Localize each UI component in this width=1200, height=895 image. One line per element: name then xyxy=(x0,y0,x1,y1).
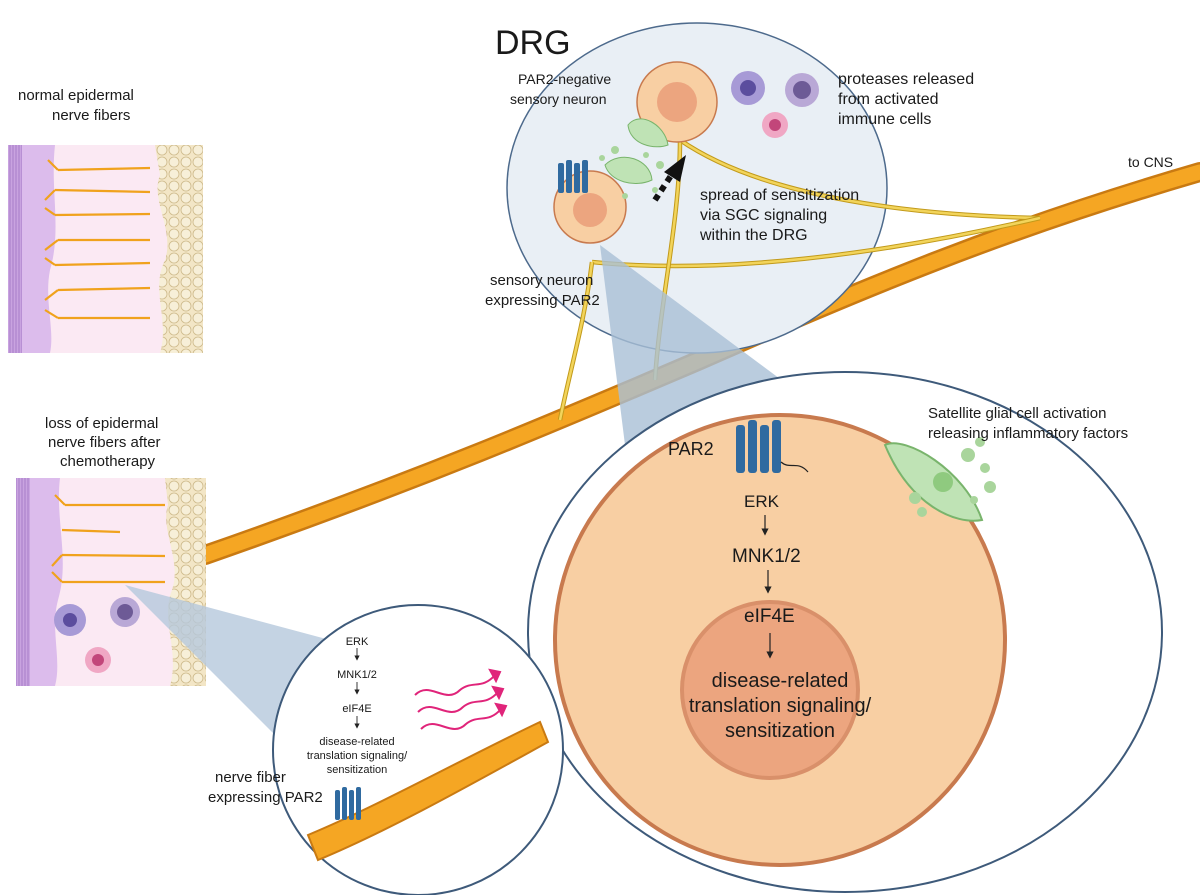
large-pathway-arrows xyxy=(761,515,774,659)
normal-skin-panel xyxy=(8,145,203,353)
chemo-nerve-branches xyxy=(51,494,166,584)
large-outcome-2: translation signaling/ xyxy=(689,695,872,717)
large-step-eif4e: eIF4E xyxy=(744,606,795,627)
par2-label: PAR2 xyxy=(668,439,714,459)
small-outcome-3: sensitization xyxy=(327,764,388,776)
small-par2-receptor-icon xyxy=(335,787,361,820)
skin-immune-cells xyxy=(54,597,140,673)
loss-fibers-label-2: nerve fibers after xyxy=(48,434,161,451)
large-step-mnk: MNK1/2 xyxy=(732,546,801,567)
small-outcome-1: disease-related xyxy=(319,736,394,748)
par2-negative-label-2: sensory neuron xyxy=(510,91,607,107)
large-satellite-glia xyxy=(883,437,996,522)
spread-label-2: via SGC signaling xyxy=(700,207,827,224)
spread-label-1: spread of sensitization xyxy=(700,187,859,204)
satellite-label-1: Satellite glial cell activation xyxy=(928,405,1106,422)
par2-negative-label-1: PAR2-negative xyxy=(518,71,611,87)
proteases-label-2: from activated xyxy=(838,91,938,108)
skin-zoom-projection xyxy=(125,585,330,735)
nerve-fiber-par2-label-1: nerve fiber xyxy=(215,769,286,786)
satellite-label-2: releasing inflammatory factors xyxy=(928,425,1128,442)
chemo-skin-panel xyxy=(16,478,206,686)
par2-expressing-neuron xyxy=(553,170,627,244)
drg-satellite-glia xyxy=(599,118,669,199)
pain-signal-icon xyxy=(414,668,508,730)
normal-nerve-branches xyxy=(44,159,151,320)
nerve-fiber-par2-label-2: expressing PAR2 xyxy=(208,789,323,806)
small-outcome-2: translation signaling/ xyxy=(307,750,408,762)
large-zoom-cell xyxy=(527,371,1163,893)
proteases-label-1: proteases released xyxy=(838,71,974,88)
neuron-axons xyxy=(557,138,1041,421)
sensory-par2-label-2: expressing PAR2 xyxy=(485,292,600,309)
loss-fibers-label-3: chemotherapy xyxy=(60,453,156,470)
small-step-mnk: MNK1/2 xyxy=(337,669,377,681)
small-zoom-circle xyxy=(272,604,564,895)
drg-par2-receptor-icon xyxy=(558,160,588,193)
small-step-erk: ERK xyxy=(346,636,369,648)
par2-negative-neuron xyxy=(636,61,718,143)
normal-fibers-label-2: nerve fibers xyxy=(52,107,130,124)
spread-arrow-icon xyxy=(652,155,686,202)
drg-title: DRG xyxy=(495,24,571,62)
drg-immune-cells xyxy=(731,71,819,138)
sensory-par2-label-1: sensory neuron xyxy=(490,272,593,289)
small-step-eif4e: eIF4E xyxy=(342,703,371,715)
large-step-erk: ERK xyxy=(744,492,780,511)
large-par2-receptor-icon xyxy=(736,420,809,473)
large-outcome-1: disease-related xyxy=(712,670,849,692)
normal-fibers-label-1: normal epidermal xyxy=(18,87,134,104)
to-cns-label: to CNS xyxy=(1128,154,1173,170)
loss-fibers-label-1: loss of epidermal xyxy=(45,415,158,432)
spread-label-3: within the DRG xyxy=(699,227,808,244)
proteases-label-3: immune cells xyxy=(838,111,931,128)
large-outcome-3: sensitization xyxy=(725,720,835,742)
